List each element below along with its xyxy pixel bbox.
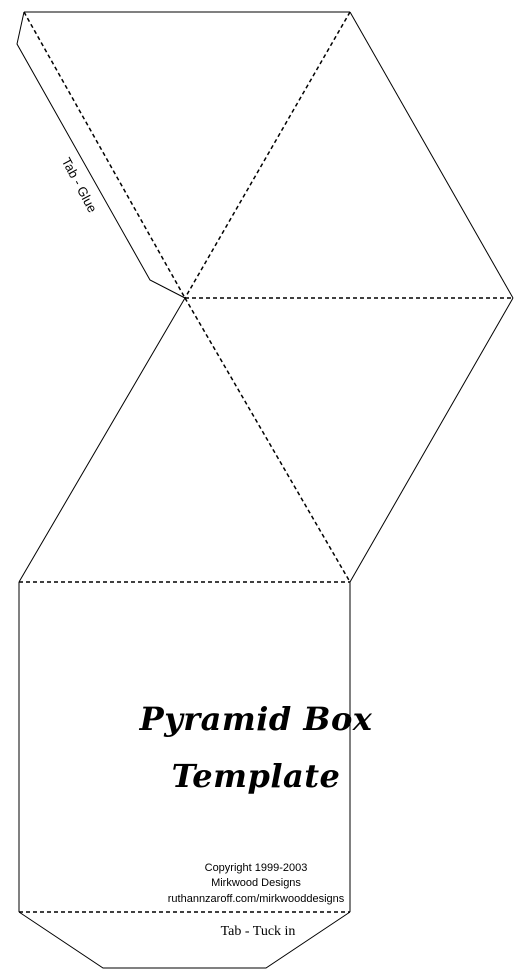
right-lower-edge [349,297,514,583]
tuck-tab-outline [18,911,351,969]
fold-lower-diagonal [184,297,351,583]
company-name: Mirkwood Designs [211,877,301,889]
template-title-line1: Pyramid Box [139,700,373,738]
website-text: ruthannzaroff.com/mirkwooddesigns [167,893,345,905]
glue-tab-outline [16,11,186,299]
template-title-line2: Template [171,757,341,795]
fold-glue-tab [23,11,186,299]
fold-top-diagonal [184,11,351,299]
right-upper-edge [349,11,514,299]
copyright-text: Copyright 1999-2003 [204,862,308,874]
tuck-tab-label: Tab - Tuck in [220,924,296,939]
left-lower-edge [18,297,186,583]
